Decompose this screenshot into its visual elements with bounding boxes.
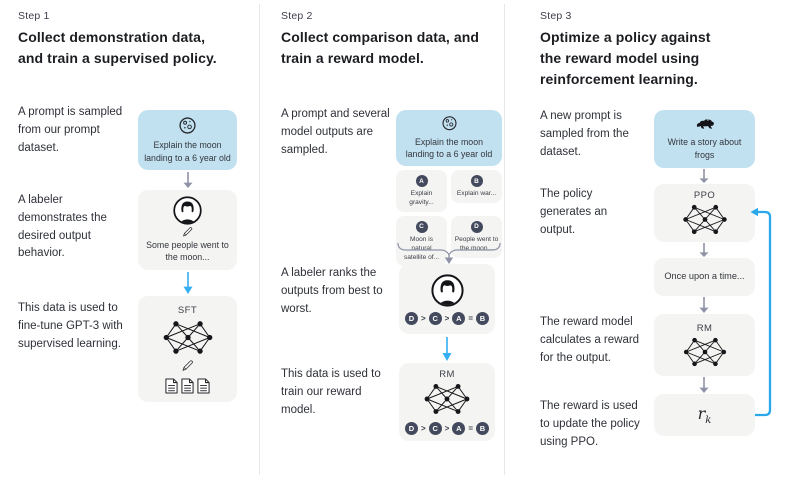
neural-network-icon xyxy=(681,203,729,236)
step2-caption-train: This data is used to train our reward mo… xyxy=(281,368,381,416)
step1-label: Step 1 xyxy=(18,10,50,22)
step1-sft-model-box: SFT xyxy=(138,296,237,402)
rank-item: B xyxy=(476,311,489,325)
output-text: Explain gravity... xyxy=(409,190,434,206)
step2-labeler-box: D > C > A = B xyxy=(399,264,495,334)
step1-title: Collect demonstration data, and train a … xyxy=(18,29,217,66)
step3-caption-reward: The reward model calculates a reward for… xyxy=(540,316,640,364)
output-text: Moon is natural satellite of... xyxy=(403,235,440,261)
step1-caption-labeler: A labeler demonstrates the desired outpu… xyxy=(18,194,107,260)
step2-prompt-box: Explain the moon landing to a 6 year old xyxy=(396,110,502,166)
pencil-icon xyxy=(181,226,194,237)
step3-output-text: Once upon a time... xyxy=(664,271,745,282)
step2-caption-rank: A labeler ranks the outputs from best to… xyxy=(281,267,383,315)
down-arrow-icon xyxy=(182,272,194,294)
merge-brace-icon xyxy=(397,242,501,264)
step2-title: Collect comparison data, and train a rew… xyxy=(281,29,480,66)
output-card-b: B Explain war... xyxy=(451,170,502,203)
rank-item: D xyxy=(404,311,418,325)
step3-label: Step 3 xyxy=(540,10,572,22)
rank-separator: = xyxy=(468,424,473,433)
step2-prompt-text: Explain the moon landing to a 6 year old xyxy=(405,136,493,160)
rank-item: C xyxy=(428,422,442,435)
pencil-icon xyxy=(181,359,194,372)
step3-caption-prompt: A new prompt is sampled from the dataset… xyxy=(540,110,629,158)
output-letter: B xyxy=(470,175,483,187)
step3-prompt-text: Write a story about frogs xyxy=(667,136,742,160)
step1-caption-prompt: A prompt is sampled from our prompt data… xyxy=(18,106,123,154)
ranking-row: D > C > A = B xyxy=(404,311,489,325)
frog-icon xyxy=(694,117,716,132)
step3-caption-policy: The policy generates an output. xyxy=(540,188,608,236)
step3-caption-update: The reward is used to update the policy … xyxy=(540,400,640,448)
step1-caption-finetune: This data is used to fine-tune GPT-3 wit… xyxy=(18,302,123,350)
step1-prompt-text: Explain the moon landing to a 6 year old xyxy=(144,139,231,163)
rank-item: C xyxy=(428,311,442,325)
rank-item: A xyxy=(452,311,466,325)
output-letter: C xyxy=(415,220,428,233)
output-text: Explain war... xyxy=(456,190,497,197)
step2-rm-model-box: RM D > C > A = B xyxy=(399,363,495,441)
rank-item: B xyxy=(476,422,489,435)
step2-label: Step 2 xyxy=(281,10,313,22)
step3-rm-model-box: RM xyxy=(654,314,755,376)
ppo-label: PPO xyxy=(693,190,716,201)
output-card-c: C Moon is natural satellite of... xyxy=(396,215,447,267)
rank-item: D xyxy=(404,422,418,435)
step1-prompt-box: Explain the moon landing to a 6 year old xyxy=(138,110,237,170)
step3-ppo-policy-box: PPO xyxy=(654,184,755,242)
moon-icon xyxy=(178,116,197,135)
down-arrow-icon xyxy=(698,243,710,257)
labeler-avatar-icon xyxy=(431,274,464,307)
document-icon xyxy=(197,378,210,394)
rank-separator: > xyxy=(444,313,450,323)
step3-output-box: Once upon a time... xyxy=(654,258,755,296)
down-arrow-icon xyxy=(698,169,710,183)
rank-separator: = xyxy=(468,313,473,323)
step1-labeler-box: Some people went to the moon... xyxy=(138,190,237,270)
documents xyxy=(165,378,210,394)
rank-item: A xyxy=(452,422,466,435)
step1-demonstration-text: Some people went to the moon... xyxy=(146,239,229,263)
down-arrow-icon xyxy=(698,297,710,313)
document-icon xyxy=(181,378,194,394)
reward-value: rk xyxy=(697,403,712,427)
step3-prompt-box: Write a story about frogs xyxy=(654,110,755,168)
neural-network-icon xyxy=(162,319,214,356)
output-card-a: A Explain gravity... xyxy=(396,170,447,212)
output-letter: A xyxy=(415,175,428,187)
moon-icon xyxy=(441,115,458,132)
column-divider xyxy=(259,4,260,475)
ranking-row: D > C > A = B xyxy=(404,422,489,435)
column-divider xyxy=(504,4,505,475)
document-icon xyxy=(165,378,178,394)
output-letter: D xyxy=(470,220,483,233)
down-arrow-icon xyxy=(698,377,710,393)
down-arrow-icon xyxy=(441,337,453,361)
rm-label: RM xyxy=(439,369,455,380)
rank-separator: > xyxy=(444,424,450,433)
step2-output-samples: A Explain gravity... B Explain war... C … xyxy=(396,170,502,267)
down-arrow-icon xyxy=(182,172,194,188)
step3-reward-box: rk xyxy=(654,394,755,436)
neural-network-icon xyxy=(423,382,471,416)
step2-caption-prompt: A prompt and several model outputs are s… xyxy=(281,108,390,156)
neural-network-icon xyxy=(682,336,728,368)
rm-label: RM xyxy=(696,322,713,334)
rank-separator: > xyxy=(420,313,426,323)
sft-label: SFT xyxy=(177,304,198,316)
output-text: People went to the moon... xyxy=(454,235,499,252)
step3-title: Optimize a policy against the reward mod… xyxy=(540,29,711,87)
rank-separator: > xyxy=(420,424,426,433)
labeler-avatar-icon xyxy=(171,196,204,225)
